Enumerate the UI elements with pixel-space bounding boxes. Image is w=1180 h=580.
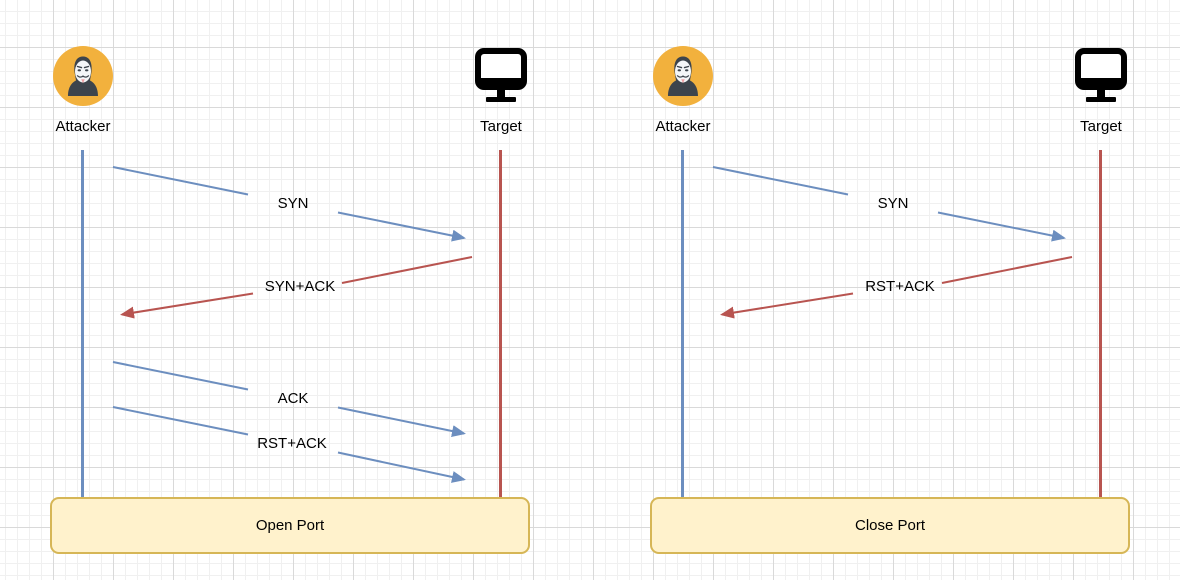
close-port-note[interactable]: Close Port <box>650 497 1130 554</box>
message-arrow-rst-ack[interactable] <box>720 256 1073 319</box>
arrow-segment <box>337 406 466 437</box>
actor-label-target: Target <box>480 118 522 135</box>
arrow-segment <box>112 406 249 436</box>
anonymous-mask-icon <box>53 46 113 106</box>
actor-label-target: Target <box>1080 118 1122 135</box>
message-arrow-syn[interactable] <box>112 166 466 242</box>
arrow-segment <box>112 166 249 196</box>
actor-label-attacker: Attacker <box>655 118 711 135</box>
arrow-segment <box>112 361 249 391</box>
attacker-actor-icon[interactable] <box>653 46 713 106</box>
message-arrow-syn-ack[interactable] <box>120 256 473 319</box>
message-label-rst-ack: RST+ACK <box>257 435 327 452</box>
note-label: Open Port <box>255 517 325 534</box>
arrow-segment <box>120 292 254 319</box>
arrow-segment <box>937 211 1066 242</box>
arrow-segment <box>341 256 473 284</box>
message-label-syn-ack: SYN+ACK <box>264 278 336 295</box>
attacker-actor-icon[interactable] <box>53 46 113 106</box>
arrow-segment <box>337 451 466 483</box>
message-label-ack: ACK <box>277 390 309 407</box>
message-label-syn: SYN <box>877 195 909 212</box>
message-arrow-syn[interactable] <box>712 166 1066 242</box>
arrow-segment <box>941 256 1073 284</box>
monitor-icon <box>475 48 527 102</box>
note-label: Close Port <box>854 517 926 534</box>
arrow-segment <box>337 211 466 242</box>
monitor-icon <box>1075 48 1127 102</box>
message-arrow-rst-ack[interactable] <box>112 406 466 483</box>
target-actor-icon[interactable] <box>471 45 531 105</box>
arrow-segment <box>712 166 849 196</box>
message-arrow-ack[interactable] <box>112 361 466 437</box>
message-label-rst-ack: RST+ACK <box>865 278 935 295</box>
arrow-segment <box>720 292 854 319</box>
anonymous-mask-icon <box>653 46 713 106</box>
open-port-note[interactable]: Open Port <box>50 497 530 554</box>
actor-label-attacker: Attacker <box>55 118 111 135</box>
target-actor-icon[interactable] <box>1071 45 1131 105</box>
message-label-syn: SYN <box>277 195 309 212</box>
